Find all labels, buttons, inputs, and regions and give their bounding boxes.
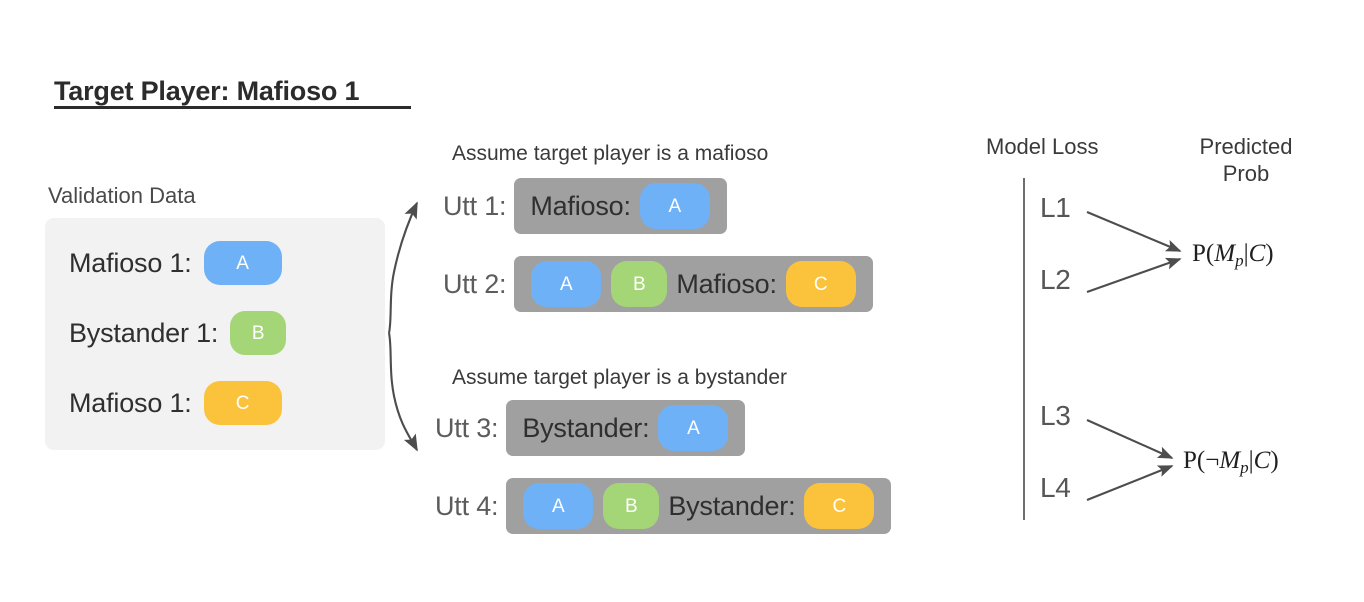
utterance-role-text: Mafioso: bbox=[676, 268, 777, 299]
validation-data-label: Validation Data bbox=[48, 183, 196, 208]
arrow-l1-to-prob bbox=[1086, 211, 1182, 252]
predicted-prob-formula-bystander: P(¬Mp|C) bbox=[1183, 447, 1279, 477]
utterance-bar: Bystander: A bbox=[506, 400, 746, 456]
branch-arrow-bystander bbox=[387, 332, 418, 452]
player-chip-c: C bbox=[203, 381, 282, 425]
player-chip-b: B bbox=[230, 311, 287, 355]
validation-row: Mafioso 1: C bbox=[69, 380, 282, 426]
arrow-l3-to-prob bbox=[1086, 419, 1174, 459]
utterance-bar: A B Bystander: C bbox=[506, 478, 892, 534]
validation-row-label: Bystander 1: bbox=[69, 317, 219, 348]
utterance-role-text: Mafioso: bbox=[530, 190, 631, 221]
arrow-l4-to-prob bbox=[1086, 465, 1174, 501]
loss-label-l4: L4 bbox=[1040, 472, 1071, 503]
model-loss-divider bbox=[1023, 178, 1025, 520]
arrow-l2-to-prob bbox=[1086, 257, 1182, 293]
predicted-prob-formula-mafioso: P(Mp|C) bbox=[1192, 240, 1274, 270]
utterance-row-4: Utt 4: A B Bystander: C bbox=[435, 478, 892, 534]
player-chip-b: B bbox=[611, 261, 668, 307]
player-chip-a: A bbox=[639, 183, 710, 229]
player-chip-a: A bbox=[203, 241, 282, 285]
validation-row-label: Mafioso 1: bbox=[69, 387, 192, 418]
utterance-row-2: Utt 2: A B Mafioso: C bbox=[443, 256, 873, 312]
predicted-prob-heading-line2: Prob bbox=[1222, 160, 1270, 186]
utterance-label: Utt 1: bbox=[443, 190, 507, 221]
utterance-label: Utt 3: bbox=[435, 412, 499, 443]
loss-label-l3: L3 bbox=[1040, 400, 1071, 431]
loss-label-l2: L2 bbox=[1040, 264, 1071, 295]
player-chip-a: A bbox=[523, 483, 594, 529]
assumption-heading-bystander: Assume target player is a bystander bbox=[452, 366, 787, 389]
utterance-bar: A B Mafioso: C bbox=[514, 256, 873, 312]
predicted-prob-heading-line1: Predicted bbox=[1199, 134, 1293, 159]
utterance-role-text: Bystander: bbox=[522, 412, 650, 443]
player-chip-b: B bbox=[603, 483, 660, 529]
utterance-label: Utt 4: bbox=[435, 490, 499, 521]
predicted-prob-heading: Predicted Prob bbox=[1178, 134, 1314, 188]
utterance-row-3: Utt 3: Bystander: A bbox=[435, 400, 746, 456]
utterance-row-1: Utt 1: Mafioso: A bbox=[443, 178, 727, 234]
model-loss-heading: Model Loss bbox=[986, 134, 1099, 159]
validation-data-panel: Mafioso 1: A Bystander 1: B Mafioso 1: C bbox=[45, 218, 385, 450]
utterance-role-text: Bystander: bbox=[668, 490, 796, 521]
validation-row: Mafioso 1: A bbox=[69, 240, 282, 286]
player-chip-a: A bbox=[531, 261, 602, 307]
branch-arrow-mafioso bbox=[387, 201, 418, 334]
loss-label-l1: L1 bbox=[1040, 192, 1071, 223]
player-chip-a: A bbox=[658, 405, 729, 451]
utterance-bar: Mafioso: A bbox=[514, 178, 727, 234]
validation-row-label: Mafioso 1: bbox=[69, 247, 192, 278]
assumption-heading-mafioso: Assume target player is a mafioso bbox=[452, 142, 769, 165]
page-title: Target Player: Mafioso 1 bbox=[54, 76, 360, 106]
page-title-underline bbox=[54, 106, 411, 109]
player-chip-c: C bbox=[785, 261, 856, 307]
validation-row: Bystander 1: B bbox=[69, 310, 287, 356]
utterance-label: Utt 2: bbox=[443, 268, 507, 299]
player-chip-c: C bbox=[804, 483, 875, 529]
